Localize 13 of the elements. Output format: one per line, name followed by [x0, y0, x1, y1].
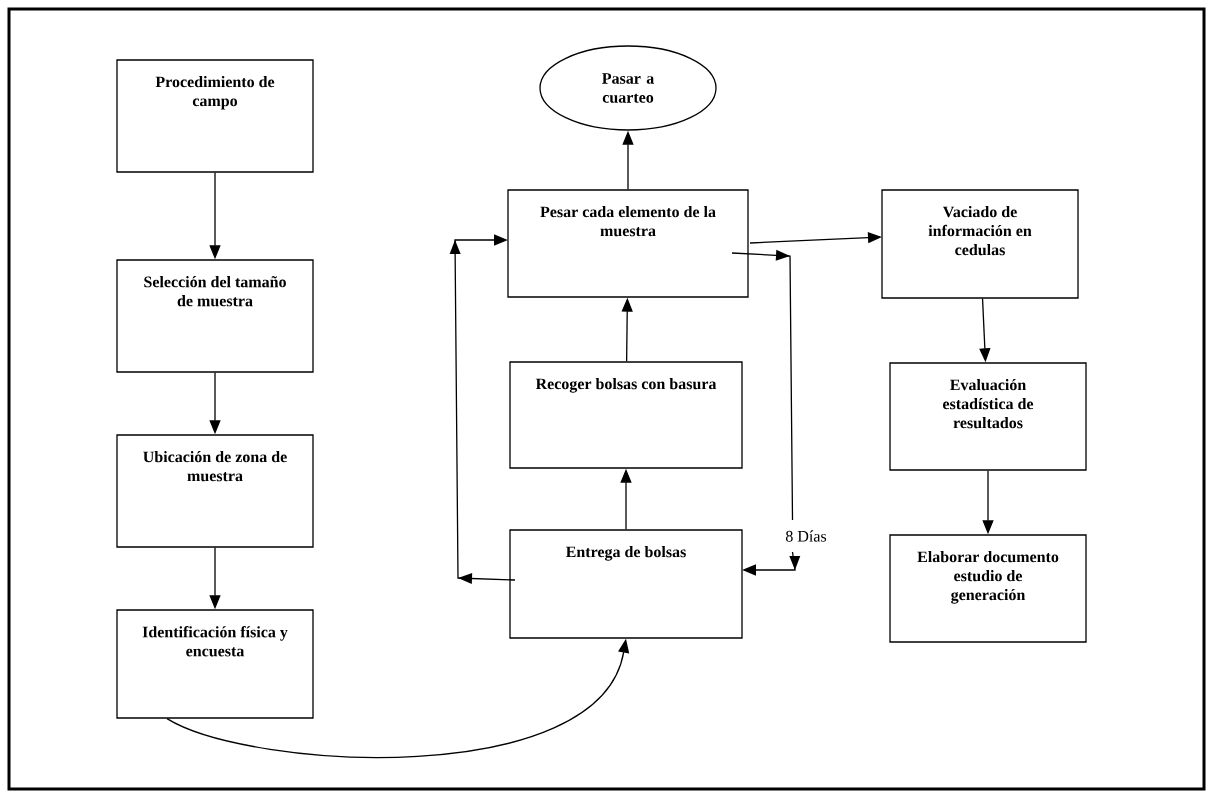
process-box: Pesar cada elemento de la muestra	[507, 189, 749, 298]
process-box: Entrega de bolsas	[509, 529, 743, 639]
arrow	[449, 234, 516, 584]
process-box: Selección del tamaño de muestra	[116, 259, 314, 373]
edge-label: 8 Días	[783, 528, 829, 544]
process-box: Procedimiento de campo	[116, 59, 314, 173]
process-box: Evaluación estadística de resultados	[889, 362, 1087, 471]
process-box: Elaborar documento estudio de generación	[889, 534, 1087, 643]
process-box: Ubicación de zona de muestra	[116, 434, 314, 548]
process-box: Recoger bolsas con basura	[509, 361, 743, 469]
arrow	[731, 249, 801, 576]
process-box: Identificación física y encuesta	[116, 609, 314, 719]
process-box: Vaciado de información en cedulas	[881, 189, 1079, 299]
